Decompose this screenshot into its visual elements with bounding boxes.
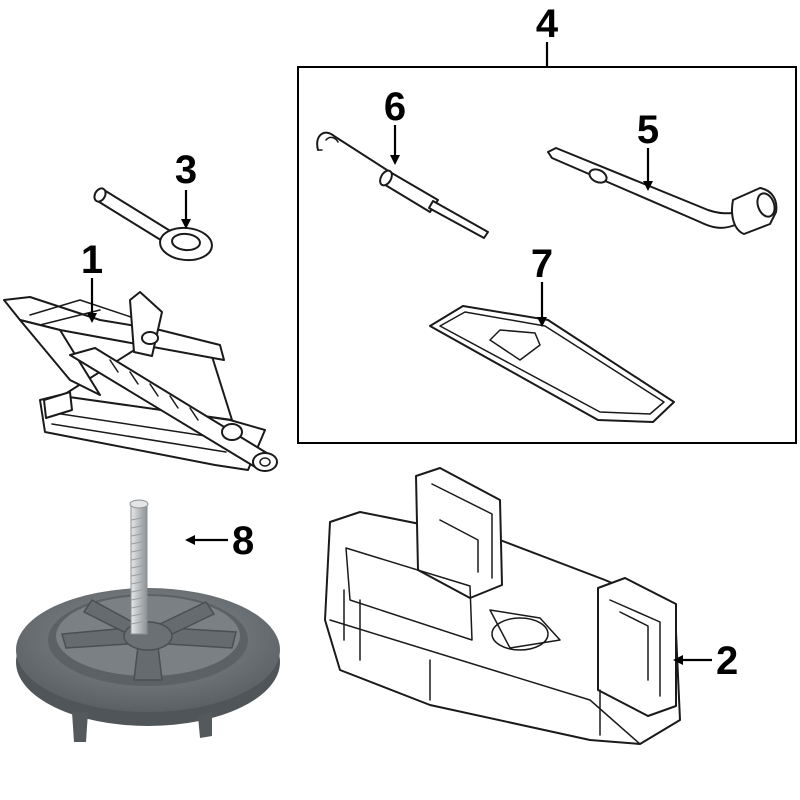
part-1-scissor-jack[interactable]: 1 (3, 238, 278, 472)
callout-4: 4 (536, 2, 559, 46)
callout-7: 7 (531, 242, 553, 286)
callout-8: 8 (232, 519, 254, 563)
callout-6: 6 (384, 85, 406, 129)
part-3-jack-handle[interactable]: 3 (92, 148, 213, 262)
part-7-tool-pouch[interactable]: 7 (429, 242, 675, 423)
part-5-lug-wrench[interactable]: 5 (547, 108, 778, 235)
part-6-hook-tool[interactable]: 6 (316, 85, 489, 239)
tool-kit-group: 4 (297, 2, 797, 444)
part-8-hold-down-bolt[interactable]: 8 (16, 499, 280, 742)
callout-3: 3 (175, 148, 197, 192)
callout-2: 2 (716, 639, 738, 683)
callout-5: 5 (637, 108, 659, 152)
callout-1: 1 (81, 238, 103, 282)
part-2-tool-tray[interactable]: 2 (324, 467, 738, 745)
